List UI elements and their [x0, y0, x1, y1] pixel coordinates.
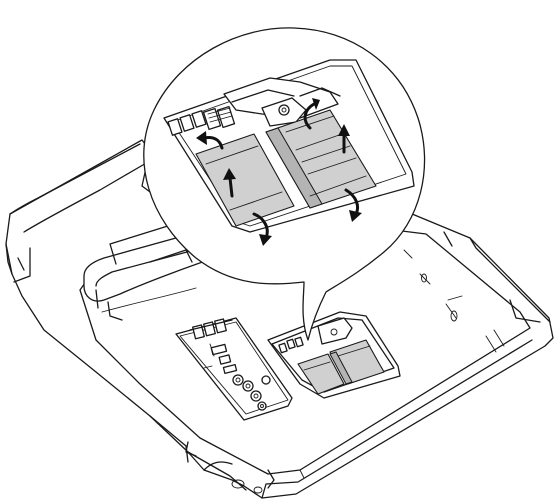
memory-install-illustration — [0, 0, 557, 502]
